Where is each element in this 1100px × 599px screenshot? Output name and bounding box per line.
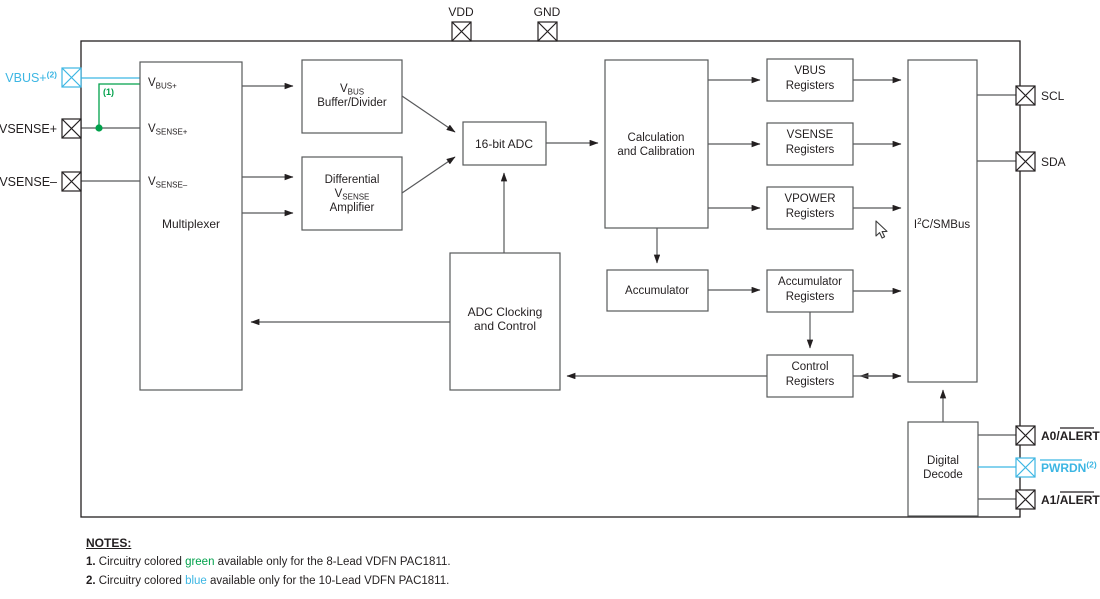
label-vdd: VDD xyxy=(448,5,474,19)
mouse-cursor xyxy=(875,220,888,239)
label-a1-alert-text: A1/ALERT xyxy=(1041,493,1100,507)
label-vbus-buffer-line2: Buffer/Divider xyxy=(317,97,387,109)
label-vsense-registers-line1: VSENSE xyxy=(787,129,834,141)
label-diffamp-line3: Amplifier xyxy=(330,202,375,214)
label-diffamp-line1: Differential xyxy=(325,174,380,186)
block-vbus-buffer-divider xyxy=(301,59,403,134)
label-vsense-minus: VSENSE– xyxy=(0,175,57,189)
note-2-number: 2. xyxy=(86,575,96,587)
label-scl: SCL xyxy=(1041,89,1065,103)
label-vsense-plus: VSENSE+ xyxy=(0,122,57,136)
label-adc-clocking-line1: ADC Clocking xyxy=(468,305,543,319)
pad-vsense-minus[interactable] xyxy=(61,171,82,192)
block-accumulator xyxy=(606,269,709,312)
block-16bit-adc xyxy=(462,121,547,166)
label-a1-alert: A1/ALERT xyxy=(1041,491,1100,507)
port-label-vsense-plus: VSENSE+ xyxy=(148,123,188,137)
label-vbus-plus: VBUS+(2) xyxy=(5,70,57,86)
pad-a0-alert[interactable] xyxy=(1015,425,1036,446)
note-1-colorword: green xyxy=(185,556,215,568)
label-control-registers-line1: Control xyxy=(791,361,828,373)
label-calculation-line2: and Calibration xyxy=(617,146,694,158)
label-control-registers-line2: Registers xyxy=(786,376,835,388)
note-2-post: available only for the 10-Lead VDFN PAC1… xyxy=(206,575,450,587)
note-1-post: available only for the 8-Lead VDFN PAC18… xyxy=(214,556,451,568)
block-calculation-calibration xyxy=(604,59,709,229)
label-pwrdn: PWRDN(2) xyxy=(1040,459,1097,476)
port-label-vsense-minus: VSENSE– xyxy=(148,176,188,190)
label-multiplexer: Multiplexer xyxy=(162,217,220,231)
junction-dot-green xyxy=(95,124,103,132)
label-i2c-smbus: I2C/SMBus xyxy=(914,217,970,231)
label-accum-registers-line1: Accumulator xyxy=(778,276,842,288)
label-a0-alert: A0/ALERT xyxy=(1041,427,1100,443)
label-vpower-registers-line2: Registers xyxy=(786,208,835,220)
label-adc-clocking-line2: and Control xyxy=(474,319,536,333)
wire-diffamp-to-adc xyxy=(401,156,456,194)
label-accumulator: Accumulator xyxy=(625,285,689,297)
label-digital-decode-line2: Decode xyxy=(923,469,963,481)
block-accumulator-registers xyxy=(766,269,854,313)
label-digital-decode-line1: Digital xyxy=(927,455,959,467)
block-adc-clocking-control xyxy=(449,252,561,391)
label-vsense-registers-line2: Registers xyxy=(786,144,835,156)
pad-vbus-plus[interactable] xyxy=(61,67,82,88)
label-diffamp-line2: VSENSE xyxy=(335,188,370,202)
pad-vdd[interactable] xyxy=(451,21,472,42)
note-2-colorword: blue xyxy=(185,575,207,587)
pad-a1-alert[interactable] xyxy=(1015,489,1036,510)
label-calculation-line1: Calculation xyxy=(628,132,685,144)
callout-note-1: (1) xyxy=(103,87,114,97)
wire-vbusbuffer-to-adc xyxy=(401,95,456,133)
label-pwrdn-text: PWRDN(2) xyxy=(1041,460,1097,476)
label-accum-registers-line2: Registers xyxy=(786,291,835,303)
notes-header: NOTES: xyxy=(86,536,132,550)
pad-scl[interactable] xyxy=(1015,85,1036,106)
label-16bit-adc: 16-bit ADC xyxy=(475,137,533,151)
pad-gnd[interactable] xyxy=(537,21,558,42)
port-label-vbus-plus: VBUS+ xyxy=(148,77,177,91)
label-sda: SDA xyxy=(1041,155,1066,169)
note-2-pre: Circuitry colored xyxy=(95,575,186,587)
notes-section: NOTES: 1. Circuitry colored green availa… xyxy=(86,534,786,591)
label-vbus-registers-line1: VBUS xyxy=(794,65,826,77)
block-multiplexer xyxy=(139,61,243,391)
label-vpower-registers-line1: VPOWER xyxy=(784,193,835,205)
note-1-pre: Circuitry colored xyxy=(95,556,186,568)
label-gnd: GND xyxy=(534,5,561,19)
block-vbus-registers xyxy=(766,58,854,102)
wire-green-note1 xyxy=(98,83,140,128)
note-item-1: 1. Circuitry colored green available onl… xyxy=(86,553,786,572)
block-i2c-smbus xyxy=(907,59,978,383)
note-item-2: 2. Circuitry colored blue available only… xyxy=(86,572,786,591)
label-a0-alert-text: A0/ALERT xyxy=(1041,429,1100,443)
pad-sda[interactable] xyxy=(1015,151,1036,172)
note-1-number: 1. xyxy=(86,556,96,568)
block-vpower-registers xyxy=(766,186,854,230)
label-vbus-buffer-line1: VBUS xyxy=(340,83,364,97)
label-vbus-registers-line2: Registers xyxy=(786,80,835,92)
block-differential-amplifier xyxy=(301,156,403,231)
pad-pwrdn[interactable] xyxy=(1015,457,1036,478)
pad-vsense-plus[interactable] xyxy=(61,118,82,139)
